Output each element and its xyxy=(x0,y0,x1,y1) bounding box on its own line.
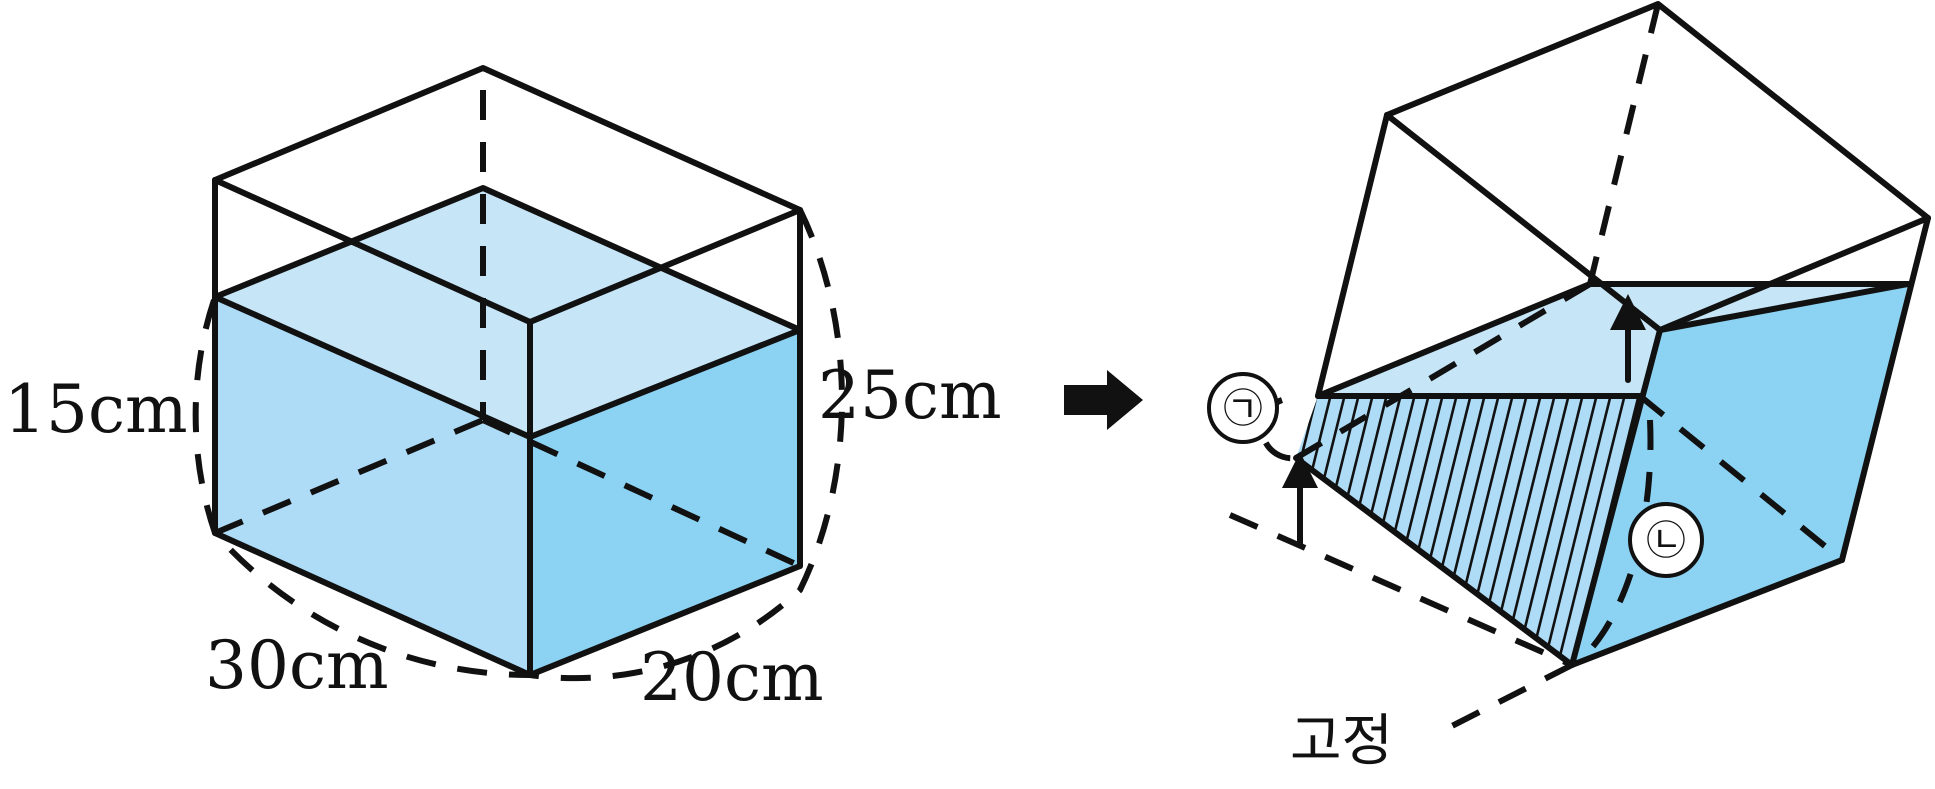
tilted-bottom-edges xyxy=(1293,455,1845,668)
transition-arrow-icon xyxy=(1064,370,1143,430)
left-tank xyxy=(192,65,845,682)
water-left-face xyxy=(215,297,530,675)
rotation-circle-dashed xyxy=(192,208,845,682)
water-right-face xyxy=(530,330,800,675)
label-tank-height: 25cm xyxy=(818,357,1002,434)
tilted-right-vertical-edge xyxy=(1839,215,1931,563)
marker-b-circle xyxy=(1628,502,1704,578)
tilted-top-back-edges xyxy=(1384,1,1931,221)
hatch-line xyxy=(1524,396,1600,665)
label-length: 30cm xyxy=(205,627,389,704)
water-line-right xyxy=(1657,281,1911,333)
fixed-pointer-dash xyxy=(1438,662,1574,735)
hatch-line xyxy=(1552,396,1628,665)
right-tank xyxy=(1228,1,1931,735)
tilted-left-vertical-edge xyxy=(1315,112,1390,399)
tilted-hidden-vertical-edge xyxy=(1587,3,1661,285)
tilted-water-surface xyxy=(1318,284,1908,396)
label-water-height: 15cm xyxy=(4,371,188,448)
marker-a-label: ㉠ xyxy=(1223,386,1263,432)
tilted-front-vertical-edge xyxy=(1569,327,1663,668)
marker-a-circle xyxy=(1207,372,1279,444)
water-line-left xyxy=(1315,281,1593,399)
tilted-hidden-left-edge xyxy=(1294,281,1592,461)
water-surface-back-edges xyxy=(212,185,803,333)
label-fixed-point: 고정 xyxy=(1290,709,1393,774)
hidden-bottom-right-edge xyxy=(481,417,802,569)
tilted-water-left-face xyxy=(1296,396,1640,665)
tilted-hidden-bottom-edge xyxy=(1228,512,1574,668)
water-surface-front-edges xyxy=(212,294,803,440)
hatch-line xyxy=(1296,396,1320,665)
tilted-hidden-right-edge xyxy=(1638,393,1844,563)
marker-b-label: ㉡ xyxy=(1646,518,1686,564)
label-width: 20cm xyxy=(640,639,824,716)
tank-top-back-edges xyxy=(212,65,803,213)
hatch-line xyxy=(1538,396,1614,665)
hatch-line xyxy=(1296,396,1334,665)
